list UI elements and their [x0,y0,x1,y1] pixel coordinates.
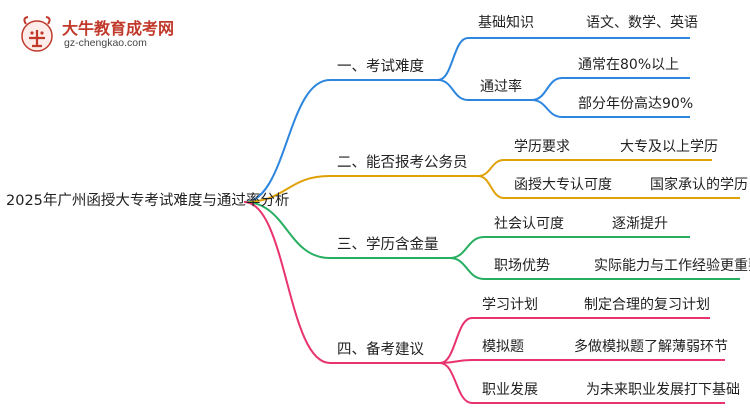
connector-social-recognition [449,236,485,259]
leaf-career: 为未来职业发展打下基础 [586,382,740,398]
leaf-pass-rate-1: 通常在80%以上 [578,57,680,73]
connector-recognition [477,175,505,199]
node-career: 职业发展 [482,382,538,398]
node-study-plan: 学习计划 [482,297,538,313]
connector-branch-1 [243,79,331,203]
leaf-mock-exams: 多做模拟题了解薄弱环节 [574,339,728,355]
node-education-req: 学历要求 [514,139,570,155]
logo-name: 大牛教育成考网 [62,19,175,38]
branch-1-label: 一、考试难度 [337,59,424,75]
connector-branch-2 [243,175,331,203]
branch-4-label: 四、备考建议 [337,342,424,358]
connector-pass-rate [437,79,469,101]
node-basic-knowledge: 基础知识 [478,15,534,31]
root-topic: 2025年广州函授大专考试难度与通过率分析 [6,193,290,209]
connector-pass-rate-1 [531,77,563,101]
connector-pass-rate-2 [531,99,563,118]
site-logo[interactable]: 大牛教育成考网 gz-chengkao.com [18,14,218,56]
leaf-study-plan: 制定合理的复习计划 [584,297,710,313]
leaf-social-recognition: 逐渐提升 [612,216,668,232]
connector-education-req [477,159,505,177]
node-mock-exams: 模拟题 [482,339,524,355]
leaf-workplace-advantage: 实际能力与工作经验更重要 [594,258,750,274]
connector-branch-4 [243,201,331,364]
leaf-recognition: 国家承认的学历 [650,177,748,193]
leaf-education-req: 大专及以上学历 [620,139,718,155]
node-recognition: 函授大专认可度 [514,177,612,193]
connector-career [439,362,473,404]
connector-branch-3 [243,201,331,259]
logo-url: gz-chengkao.com [64,37,147,49]
connector-workplace-advantage [449,257,485,280]
leaf-pass-rate-2: 部分年份高达90% [578,96,694,112]
leaf-basic-knowledge: 语文、数学、英语 [586,15,698,31]
node-social-recognition: 社会认可度 [494,216,564,232]
node-workplace-advantage: 职场优势 [494,258,550,274]
bull-mascot-icon [21,16,53,52]
branch-3-label: 三、学历含金量 [337,237,439,253]
node-pass-rate: 通过率 [480,79,522,95]
branch-2-label: 二、能否报考公务员 [337,155,468,171]
connector-study-plan [439,317,473,364]
connector-basic-knowledge [437,37,469,81]
